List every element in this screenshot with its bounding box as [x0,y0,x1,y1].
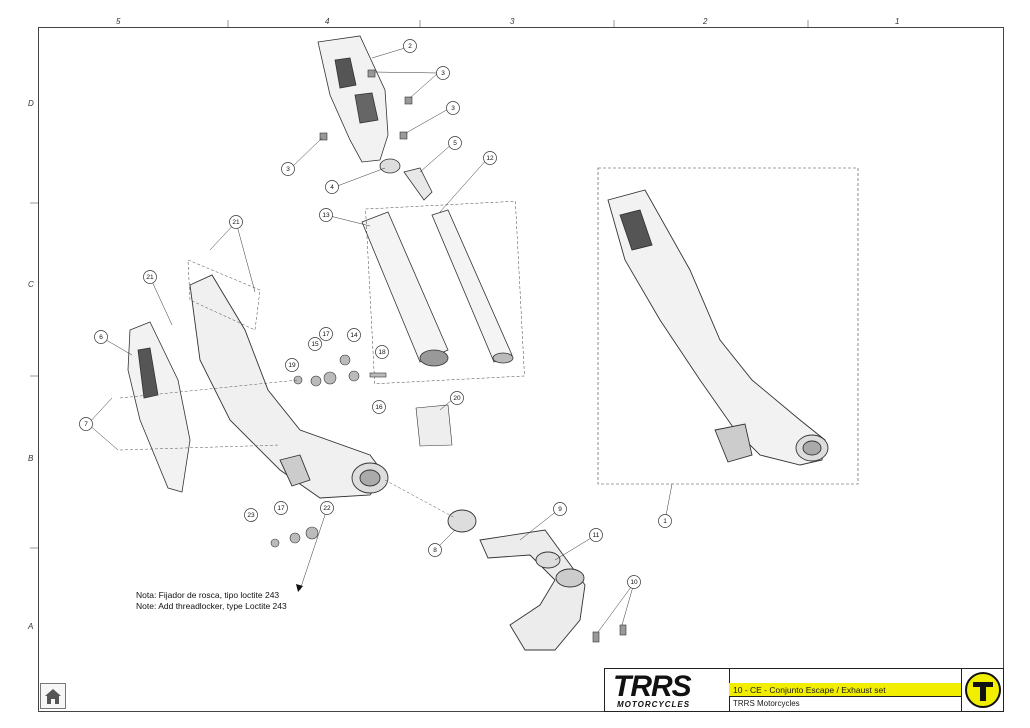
heat-shield-top [317,35,389,163]
silencer-body [189,274,389,499]
inner-tube [431,209,514,364]
column-label-4: 4 [325,17,330,26]
callout-21: 21 [229,215,243,229]
callout-6: 6 [94,330,108,344]
row-label-c: C [28,280,34,289]
brand-logo-main: TRRS [613,670,692,703]
row-label-d: D [28,99,34,108]
svg-text:5: 5 [453,140,457,147]
callout-3: 3 [436,66,450,80]
callout-8: 8 [428,543,442,557]
callout-2: 2 [403,39,417,53]
company-name: TRRS Motorcycles [733,699,800,708]
callout-13: 13 [319,208,333,222]
svg-text:3: 3 [451,105,455,112]
svg-text:4: 4 [330,184,334,191]
svg-text:23: 23 [247,512,255,519]
callout-7: 7 [79,417,93,431]
callout-4: 4 [325,180,339,194]
callout-18: 18 [375,345,389,359]
brand-badge-icon [965,672,1001,708]
svg-text:12: 12 [486,155,494,162]
header-pipe [447,509,586,651]
svg-text:20: 20 [453,395,461,402]
brand-logo: TRRS MOTORCYCLES [605,669,730,711]
column-label-1: 1 [895,17,900,26]
callout-9: 9 [553,502,567,516]
svg-text:17: 17 [277,505,285,512]
callout-3-2: 3 [446,101,460,115]
row-label-b: B [28,454,34,463]
svg-text:2: 2 [408,43,412,50]
drawing-frame [38,27,1004,712]
threadlocker-note: Nota: Fijador de rosca, tipo loctite 243… [136,590,287,612]
svg-text:11: 11 [593,532,600,539]
svg-text:19: 19 [288,362,296,369]
callout-16: 16 [372,400,386,414]
svg-text:17: 17 [322,331,330,338]
packing-wool [361,211,449,367]
svg-text:10: 10 [630,579,638,586]
svg-text:13: 13 [322,212,330,219]
note-line-english: Note: Add threadlocker, type Loctite 243 [136,601,287,611]
brand-badge [961,669,1004,711]
svg-text:7: 7 [84,421,88,428]
column-label-3: 3 [510,17,515,26]
svg-text:21: 21 [146,274,154,281]
callout-5: 5 [448,136,462,150]
svg-text:22: 22 [323,505,331,512]
callout-22: 22 [320,501,334,515]
title-cell: 10 - CE - Conjunto Escape / Exhaust set … [729,669,961,711]
assembled-exhaust [607,189,829,466]
callout-17: 17 [319,327,333,341]
callout-3-3: 3 [281,162,295,176]
svg-text:3: 3 [286,166,290,173]
svg-text:8: 8 [433,547,437,554]
drawing-title: 10 - CE - Conjunto Escape / Exhaust set [729,683,961,697]
side-guard [127,321,191,493]
svg-text:16: 16 [375,404,383,411]
svg-text:18: 18 [378,349,386,356]
svg-text:1: 1 [663,518,667,525]
callout-15: 15 [308,337,322,351]
home-button[interactable] [40,683,66,709]
svg-text:6: 6 [99,334,103,341]
callout-10: 10 [627,575,641,589]
title-block: TRRS MOTORCYCLES 10 - CE - Conjunto Esca… [604,668,1004,712]
column-label-2: 2 [703,17,708,26]
callout-19: 19 [285,358,299,372]
callout-20: 20 [450,391,464,405]
brand-logo-sub: MOTORCYCLES [617,700,691,709]
callout-1: 1 [658,514,672,528]
home-icon [45,689,61,704]
svg-text:21: 21 [232,219,240,226]
note-line-spanish: Nota: Fijador de rosca, tipo loctite 243 [136,590,280,600]
callout-11: 11 [589,528,603,542]
svg-text:15: 15 [311,341,319,348]
svg-text:14: 14 [350,332,358,339]
callout-14: 14 [347,328,361,342]
svg-text:3: 3 [441,70,445,77]
callout-23: 23 [244,508,258,522]
callout-17-2: 17 [274,501,288,515]
callout-21-2: 21 [143,270,157,284]
svg-text:9: 9 [558,506,562,513]
row-label-a: A [28,622,34,631]
callout-12: 12 [483,151,497,165]
column-label-5: 5 [116,17,121,26]
